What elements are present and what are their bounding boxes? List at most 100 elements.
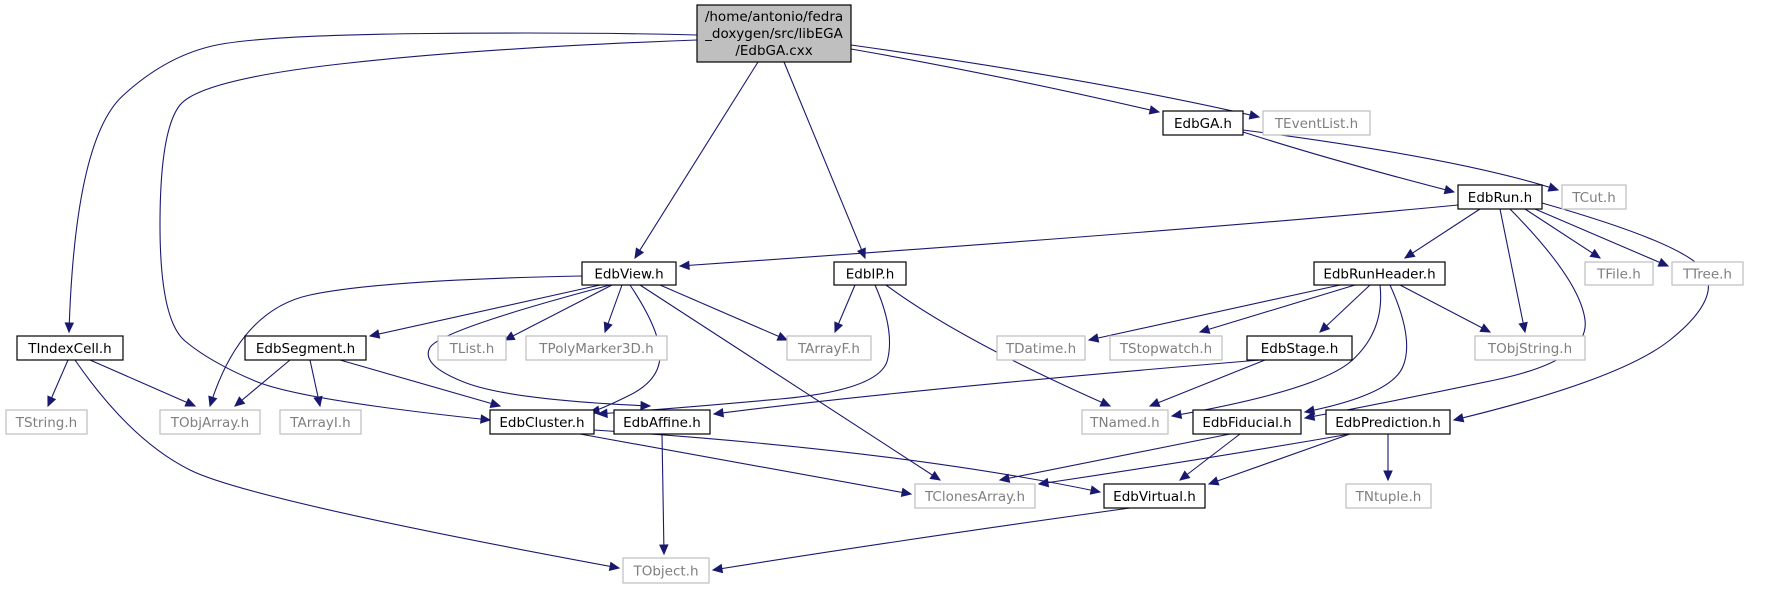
arrow-head [659, 544, 669, 556]
edge-EdbVirtual_h-to-TObject_h [711, 507, 1131, 574]
graph-edges [47, 32, 1709, 574]
arrow-head [608, 561, 621, 571]
edge-EdbCluster_h-to-EdbVirtual_h [593, 429, 1102, 495]
arrow-head [1198, 324, 1211, 334]
edge-line [639, 284, 941, 481]
node-EdbRunHeader-h[interactable]: EdbRunHeader.h [1313, 261, 1446, 286]
edge-EdbPrediction_h-to-TNtuple_h [1383, 434, 1393, 482]
node-box [279, 409, 362, 435]
arrow-head [313, 395, 323, 408]
arrow-head [1207, 476, 1220, 486]
arrow-head [1452, 413, 1465, 423]
node-label: TObjString.h [1487, 341, 1572, 357]
arrow-head [368, 329, 381, 339]
node-TObjString-h: TObjString.h [1474, 335, 1586, 361]
node-EdbFiducial-h[interactable]: EdbFiducial.h [1192, 409, 1302, 435]
node-box [1103, 483, 1206, 509]
node-box [696, 4, 852, 63]
node-TFile-h: TFile.h [1584, 261, 1654, 286]
edge-EdbRunHeader_h-to-TStopwatch_h [1198, 284, 1356, 334]
edge-EdbFiducial_h-to-TClonesArray_h [998, 433, 1231, 483]
node-label: TNamed.h [1089, 415, 1160, 431]
node-label: EdbIP.h [846, 267, 895, 283]
node-box [437, 335, 507, 361]
node-box [786, 335, 872, 361]
node-box [1671, 261, 1744, 286]
node-label: EdbView.h [594, 267, 663, 283]
edge-root-to-EdbGA_h [850, 48, 1161, 115]
edge-line [339, 359, 501, 407]
node-EdbVirtual-h[interactable]: EdbVirtual.h [1103, 483, 1206, 509]
edge-EdbRun_h-to-EdbFiducial_h [1303, 208, 1586, 421]
node-TString-h: TString.h [5, 409, 88, 435]
node-box [1262, 110, 1371, 136]
node-box [1313, 261, 1446, 286]
arrow-head [634, 247, 645, 260]
arrow-head [1403, 248, 1416, 259]
node-box [1584, 261, 1654, 286]
node-TObjArray-h: TObjArray.h [159, 409, 261, 435]
node-EdbPrediction-h[interactable]: EdbPrediction.h [1325, 409, 1451, 435]
edge-TIndexCell_h-to-TObject_h [74, 359, 621, 571]
arrow-head [1148, 398, 1161, 407]
edge-line [1199, 284, 1356, 333]
node-TPolyMarker3D-h: TPolyMarker3D.h [525, 335, 668, 361]
node-EdbAffine-h[interactable]: EdbAffine.h [613, 409, 711, 435]
edge-line [783, 61, 866, 259]
edge-line [1242, 131, 1455, 193]
edge-EdbView_h-to-EdbAffine_h [427, 284, 652, 411]
node-EdbIP-h[interactable]: EdbIP.h [833, 261, 907, 286]
node-box [244, 335, 367, 361]
node-TClonesArray-h: TClonesArray.h [914, 483, 1036, 509]
edge-EdbStage_h-to-TNamed_h [1148, 359, 1266, 407]
edge-line [850, 48, 1160, 113]
edge-EdbIP_h-to-TArrayF_h [834, 284, 856, 334]
node-label: EdbVirtual.h [1113, 489, 1196, 505]
edge-EdbView_h-to-TObjArray_h [208, 275, 583, 408]
edge-line [1038, 433, 1351, 485]
edge-line [504, 284, 613, 341]
edge-EdbGA_h-to-TCut_h [1242, 129, 1560, 192]
node-EdbView-h[interactable]: EdbView.h [581, 261, 677, 286]
edge-line [74, 359, 620, 569]
edge-line [593, 429, 1101, 493]
edge-EdbView_h-to-TClonesArray_h [639, 284, 942, 481]
edge-EdbRunHeader_h-to-TObjString_h [1399, 284, 1492, 333]
edge-EdbIP_h-to-EdbCluster_h [596, 284, 891, 419]
edge-line [159, 39, 698, 421]
edge-line [1453, 202, 1709, 421]
node-box [16, 335, 124, 361]
node-box [525, 335, 668, 361]
edge-EdbView_h-to-TPolyMarker3D_h [603, 284, 623, 334]
node-TCut-h: TCut.h [1561, 184, 1627, 210]
node-box [1345, 483, 1432, 509]
node-box [914, 483, 1036, 509]
edge-EdbRun_h-to-EdbView_h [678, 204, 1459, 271]
node-box [1081, 409, 1169, 435]
node-EdbSegment-h[interactable]: EdbSegment.h [244, 335, 367, 361]
node-TArrayI-h: TArrayI.h [279, 409, 362, 435]
node-root[interactable]: /home/antonio/fedra_doxygen/src/libEGA/E… [696, 4, 852, 63]
node-TIndexCell-h[interactable]: TIndexCell.h [16, 335, 124, 361]
node-EdbStage-h[interactable]: EdbStage.h [1246, 335, 1353, 361]
edge-EdbRun_h-to-TTree_h [1534, 208, 1670, 267]
root-label-line: /home/antonio/fedra [705, 9, 843, 25]
edge-line [579, 433, 912, 495]
arrow-head [834, 321, 844, 334]
edge-EdbGA_h-to-EdbRun_h [1242, 131, 1456, 195]
node-EdbRun-h[interactable]: EdbRun.h [1457, 184, 1543, 210]
node-label: TFile.h [1596, 267, 1641, 283]
node-TDatime-h: TDatime.h [996, 335, 1086, 361]
node-TObject-h: TObject.h [622, 557, 710, 584]
node-box [1192, 409, 1302, 435]
node-EdbCluster-h[interactable]: EdbCluster.h [489, 409, 595, 435]
node-box [489, 409, 595, 435]
edge-line [1319, 284, 1371, 333]
edge-line [1499, 208, 1526, 333]
arrow-head [1319, 322, 1331, 333]
node-box [996, 335, 1086, 361]
node-label: TDatime.h [1005, 341, 1076, 357]
node-TTree-h: TTree.h [1671, 261, 1744, 286]
edge-line [234, 359, 291, 407]
node-EdbGA-h[interactable]: EdbGA.h [1162, 110, 1244, 136]
